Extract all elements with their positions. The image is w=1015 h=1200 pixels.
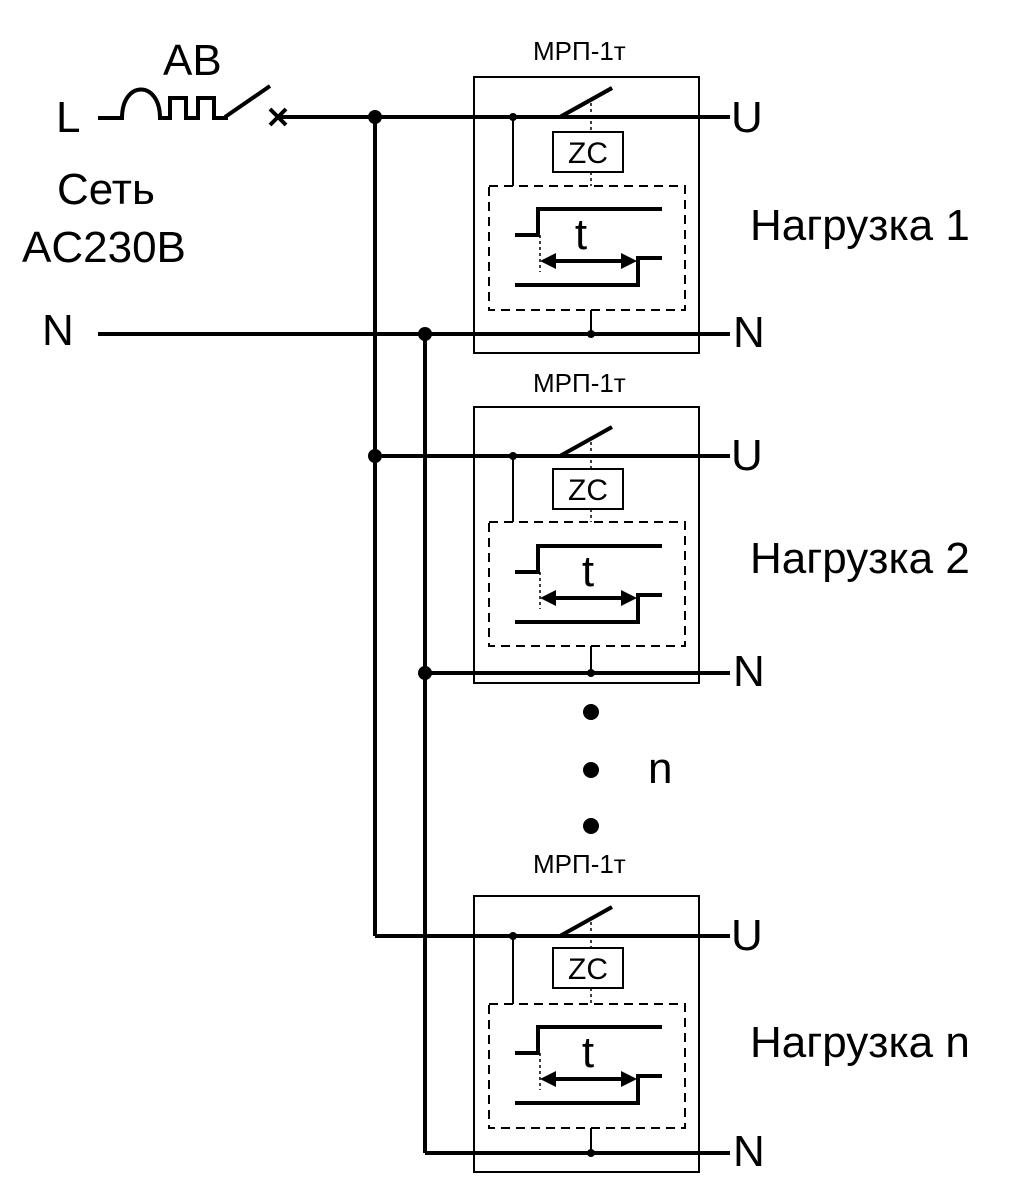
- relay-housing: [473, 895, 700, 1173]
- output-u-label-2: U: [731, 431, 763, 480]
- neutral-label: N: [42, 306, 74, 355]
- network-label-line1: Сеть: [57, 165, 155, 214]
- load-label-2: Нагрузка 2: [750, 534, 970, 583]
- output-n-label-1: N: [733, 308, 765, 357]
- zero-cross-block: [552, 947, 624, 989]
- zc-label-2: ZC: [568, 474, 608, 507]
- ellipsis-label: n: [648, 744, 672, 793]
- timer-block: [488, 185, 686, 311]
- relay-model-label-n: МРП-1т: [533, 849, 626, 879]
- output-n-label-n: N: [733, 1127, 765, 1176]
- network-label-line2: AC230B: [22, 223, 186, 272]
- relay-model-label-2: МРП-1т: [533, 368, 626, 398]
- timer-label-n: t: [582, 1028, 594, 1077]
- switch-contact: [559, 86, 613, 119]
- zero-cross-block: [552, 468, 624, 510]
- junction-dot: [418, 327, 432, 341]
- relay-housing: [473, 76, 700, 354]
- relay-module-2: МРП-1т ZC t U N Нагрузка 2: [473, 368, 970, 696]
- load-label-1: Нагрузка 1: [750, 201, 970, 250]
- relay-model-label-1: МРП-1т: [533, 36, 626, 66]
- breaker-label: AB: [163, 36, 222, 85]
- output-u-label-n: U: [731, 911, 763, 960]
- output-n-label-2: N: [733, 647, 765, 696]
- line-label: L: [56, 93, 80, 142]
- junction-dot: [418, 666, 432, 680]
- zc-label-1: ZC: [568, 137, 608, 170]
- switch-contact: [559, 425, 613, 458]
- ellipsis-indicator: n: [583, 704, 672, 834]
- junction-dot: [368, 110, 382, 124]
- relay-housing: [473, 406, 700, 684]
- main-bus-wiring: [98, 115, 730, 1155]
- load-label-n: Нагрузка n: [750, 1018, 970, 1067]
- output-u-label-1: U: [731, 93, 763, 142]
- zero-cross-block: [552, 131, 624, 173]
- timer-block: [488, 521, 686, 647]
- circuit-breaker-symbol: [98, 84, 375, 127]
- junction-dot: [368, 449, 382, 463]
- zc-label-n: ZC: [568, 953, 608, 986]
- switch-contact: [559, 905, 613, 938]
- relay-module-1: МРП-1т ZC t U N Нагрузка 1: [473, 36, 970, 357]
- relay-module-n: МРП-1т ZC t U N Нагрузка n: [473, 849, 970, 1176]
- timer-block: [488, 1003, 686, 1129]
- timer-label-1: t: [575, 210, 587, 259]
- timer-label-2: t: [582, 547, 594, 596]
